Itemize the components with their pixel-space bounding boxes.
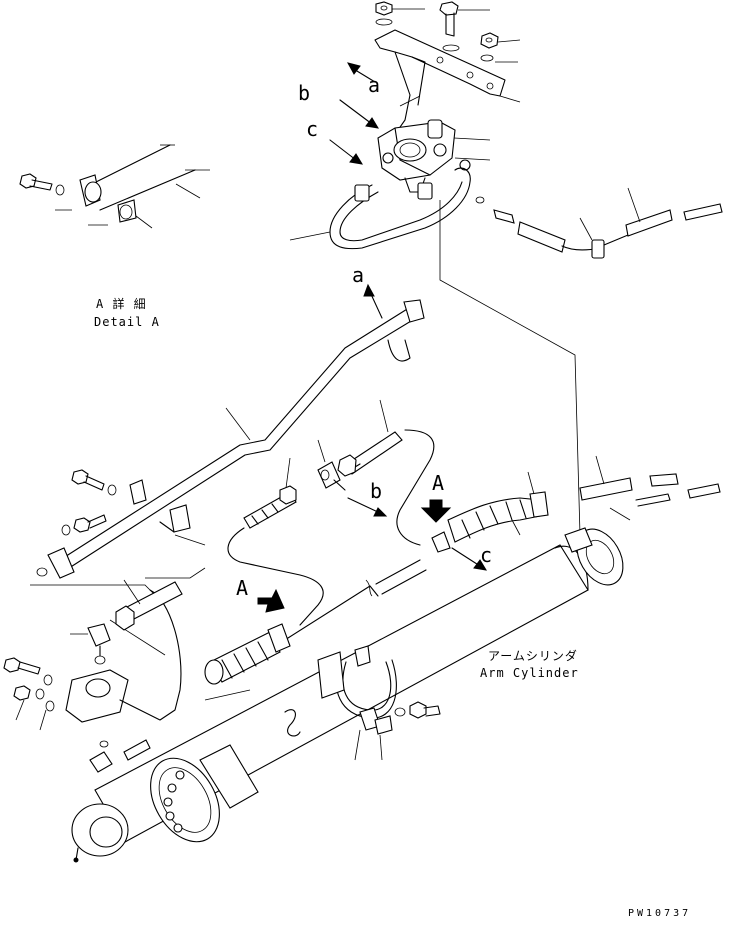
detail-a-title-jp: A 詳 細: [96, 296, 147, 311]
callout-c-top: c: [306, 117, 318, 141]
callout-a-top: a: [368, 73, 380, 97]
detail-a-title-en: Detail A: [94, 315, 160, 329]
fittings-right: [475, 187, 723, 259]
lower-valve-block: [3, 589, 182, 773]
hose-b: [317, 399, 435, 546]
long-tube: [47, 299, 425, 579]
callout-c-mid: c: [480, 543, 492, 567]
callout-A-lower: A: [236, 576, 248, 600]
arrow-A-lower: [257, 588, 285, 613]
wrapped-hose-upper: [431, 455, 721, 553]
drawing-code: PW10737: [628, 908, 691, 919]
callout-b-mid: b: [370, 479, 382, 503]
bolt-top: [439, 1, 460, 52]
arrow-c-top: [329, 139, 363, 165]
bolts-mid-left: [36, 469, 117, 577]
arrow-a-top: [347, 62, 376, 83]
valve-block: [377, 119, 491, 193]
arm-cylinder: [71, 527, 624, 863]
callout-A-upper: A: [432, 471, 444, 495]
arrow-b-mid: [347, 497, 388, 517]
arm-cylinder-label-en: Arm Cylinder: [480, 666, 579, 680]
wrapped-hose-lower: [204, 559, 427, 701]
arrow-c-mid: [451, 547, 487, 571]
bracket-assembly: [289, 1, 723, 259]
detail-a-drawing: [19, 144, 210, 229]
tube-clamp: [129, 479, 206, 546]
u-tube: [289, 167, 471, 250]
cylinder-clamp: [317, 645, 441, 761]
callout-a-mid: a: [352, 263, 364, 287]
arrow-a-mid: [363, 283, 383, 319]
callout-b-top: b: [298, 81, 310, 105]
nut-top: [375, 1, 393, 26]
arrow-b-top: [339, 99, 379, 129]
fittings-mid-left: [115, 579, 183, 631]
hose-mid: [227, 457, 324, 626]
nut-right: [480, 32, 499, 62]
arrow-A-upper: [420, 499, 452, 523]
arm-cylinder-label-jp: アームシリンダ: [488, 648, 578, 663]
